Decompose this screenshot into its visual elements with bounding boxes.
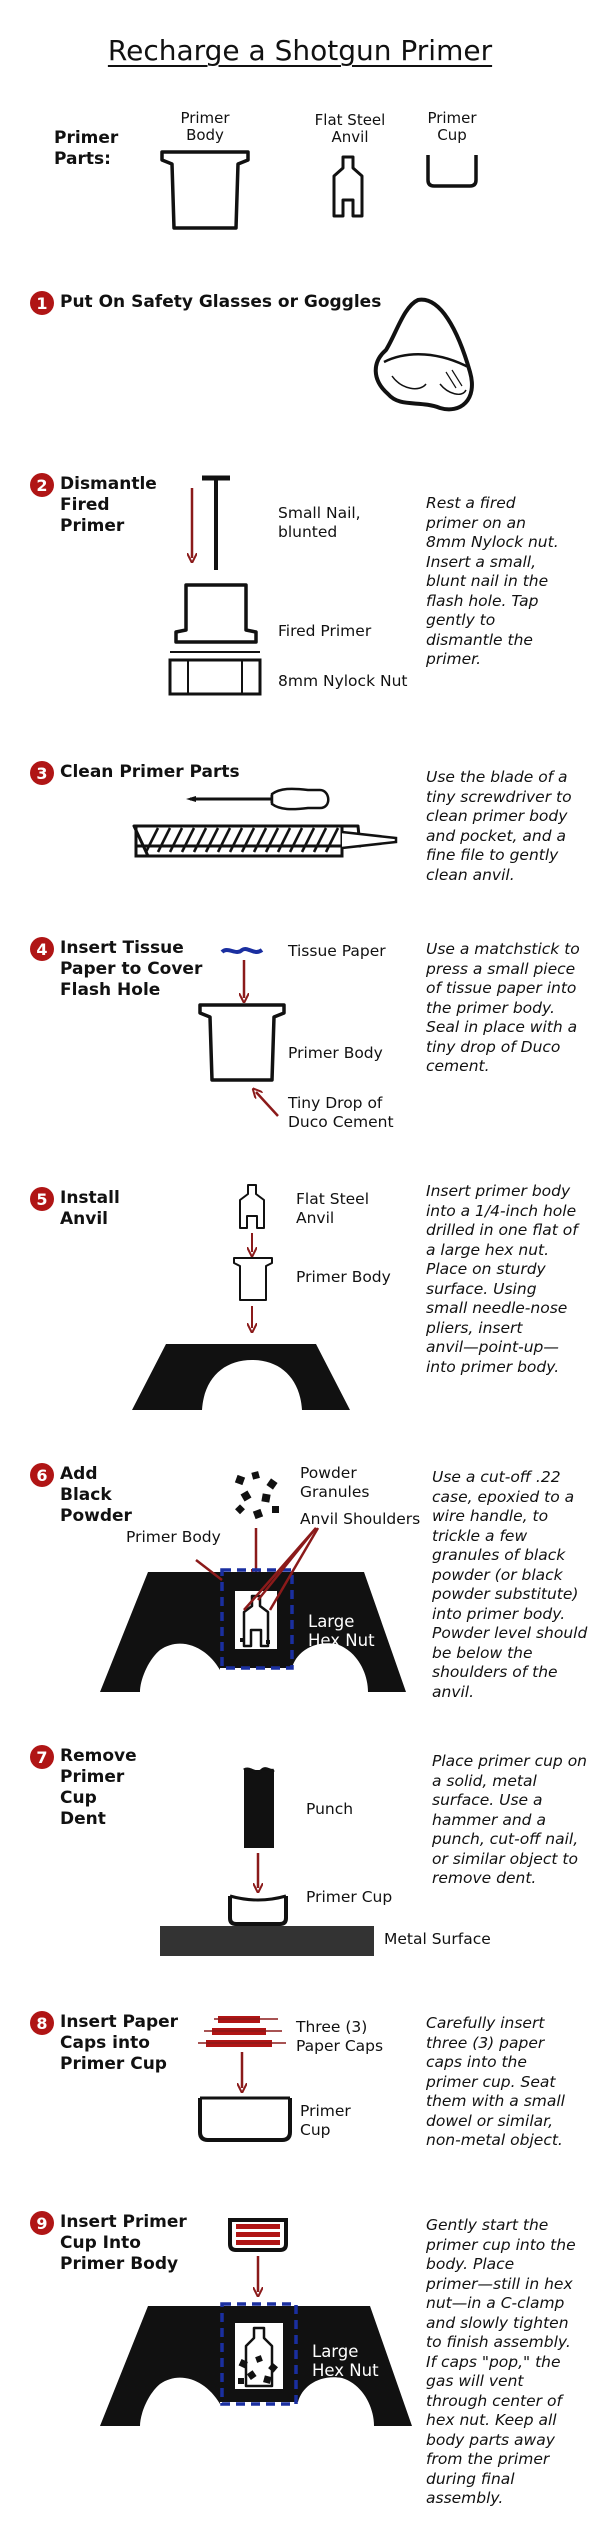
step-title: Install Anvil — [60, 1188, 120, 1229]
label-primer-body: Primer Body — [126, 1528, 221, 1546]
label-primer-cup: Primer Cup — [300, 2102, 351, 2139]
parts-heading: Primer Parts: — [54, 128, 119, 169]
step-number-badge: 4 — [30, 937, 54, 961]
step-6-description: Use a cut-off .22 case, epoxied to a wir… — [432, 1468, 588, 1701]
label-flat-steel-anvil: Flat Steel Anvil — [296, 1190, 370, 1227]
step-9: 9 Insert Primer Cup Into Primer Body — [30, 2211, 187, 2275]
step-5: 5 Install Anvil — [30, 1187, 120, 1230]
label-anvil-shoulders: Anvil Shoulders — [300, 1510, 421, 1528]
step-title: Insert Tissue Paper to Cover Flash Hole — [60, 938, 203, 1000]
step-title: Dismantle Fired Primer — [60, 474, 157, 536]
label-metal-surface: Metal Surface — [384, 1930, 491, 1948]
step-number-badge: 1 — [30, 291, 54, 315]
label-small-nail: Small Nail, blunted — [278, 504, 361, 541]
step-6: 6 Add Black Powder — [30, 1463, 132, 1527]
label-primer-cup: Primer Cup — [306, 1888, 393, 1906]
step-8-description: Carefully insert three (3) paper caps in… — [426, 2014, 565, 2149]
label-paper-caps: Three (3) Paper Caps — [296, 2018, 384, 2055]
primer-body-part — [160, 150, 250, 230]
step-9-description: Gently start the primer cup into the bod… — [426, 2216, 576, 2507]
page-title: Recharge a Shotgun Primer — [107, 34, 493, 67]
step-number-badge: 9 — [30, 2211, 54, 2235]
part-name-primer-cup: Primer Cup — [427, 109, 477, 144]
label-powder-granules: Powder Granules — [300, 1464, 370, 1501]
step-number-badge: 7 — [30, 1745, 54, 1769]
step-number-badge: 8 — [30, 2011, 54, 2035]
step-2-description: Rest a fired primer on an 8mm Nylock nut… — [426, 494, 559, 668]
label-nylock-nut: 8mm Nylock Nut — [278, 672, 408, 690]
label-large-hex-nut: Large Hex Nut — [308, 1612, 375, 1650]
step-5-description: Insert primer body into a 1/4-inch hole … — [426, 1182, 578, 1376]
step-4-description: Use a matchstick to press a small piece … — [426, 940, 580, 1075]
step-title: Insert Paper Caps into Primer Cup — [60, 2012, 179, 2074]
label-large-hex-nut: Large Hex Nut — [312, 2342, 379, 2380]
step2-figure — [168, 475, 262, 696]
step-title: Remove Primer Cup Dent — [60, 1746, 137, 1829]
step-title: Insert Primer Cup Into Primer Body — [60, 2212, 187, 2274]
step-number-badge: 5 — [30, 1187, 54, 1211]
step8-figure — [198, 2016, 292, 2142]
part-name-primer-body: Primer Body — [180, 109, 230, 144]
part-name-flat-steel-anvil: Flat Steel Anvil — [314, 111, 386, 146]
step-number-badge: 6 — [30, 1463, 54, 1487]
label-primer-body: Primer Body — [296, 1268, 391, 1286]
step-number-badge: 2 — [30, 473, 54, 497]
label-duco-cement: Tiny Drop of Duco Cement — [288, 1094, 394, 1131]
step5-figure — [132, 1184, 350, 1410]
step4-figure — [198, 947, 286, 1117]
label-fired-primer: Fired Primer — [278, 622, 372, 640]
step-8: 8 Insert Paper Caps into Primer Cup — [30, 2011, 179, 2075]
step-number-badge: 3 — [30, 761, 54, 785]
step-7-description: Place primer cup on a solid, metal surfa… — [432, 1752, 588, 1887]
step9-figure — [100, 2218, 412, 2426]
goggles-illustration — [373, 297, 474, 412]
label-punch: Punch — [306, 1800, 354, 1818]
step-title: Add Black Powder — [60, 1464, 132, 1526]
step-title: Put On Safety Glasses or Goggles — [60, 292, 382, 312]
step6-figure — [100, 1471, 406, 1692]
step-3-description: Use the blade of a tiny screwdriver to c… — [426, 768, 572, 884]
primer-cup-part — [426, 155, 478, 188]
step-1: 1 Put On Safety Glasses or Goggles — [30, 291, 382, 315]
label-tissue-paper: Tissue Paper — [288, 942, 386, 960]
step-7: 7 Remove Primer Cup Dent — [30, 1745, 137, 1830]
step-4: 4 Insert Tissue Paper to Cover Flash Hol… — [30, 937, 203, 1001]
label-primer-body: Primer Body — [288, 1044, 383, 1062]
step3-figure — [132, 787, 398, 858]
step-2: 2 Dismantle Fired Primer — [30, 473, 157, 537]
step-3: 3 Clean Primer Parts — [30, 761, 240, 785]
step-title: Clean Primer Parts — [60, 762, 240, 782]
step7-figure — [160, 1767, 374, 1956]
anvil-part — [332, 155, 364, 218]
